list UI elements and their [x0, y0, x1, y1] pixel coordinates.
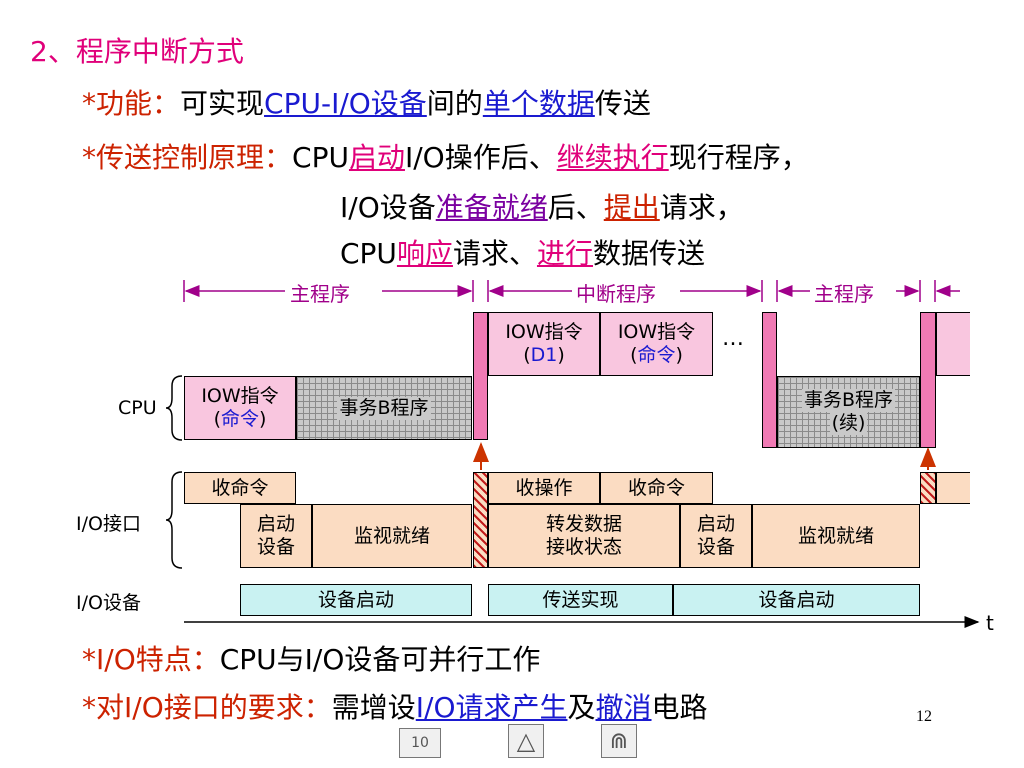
cpu-iow2-line2: (D1)	[523, 344, 565, 366]
requirement-link-request[interactable]: I/O请求产生	[415, 691, 568, 724]
slide-heading: 2、程序中断方式	[30, 35, 244, 68]
cpu-interrupt-bar-3	[920, 312, 936, 448]
span-interrupt-program: 中断程序	[572, 278, 660, 307]
principle-label: *传送控制原理：	[82, 141, 293, 174]
feature-line: *I/O特点：CPU与I/O设备可并行工作	[82, 642, 540, 678]
principle-l1-continue[interactable]: 继续执行	[556, 141, 669, 174]
principle-l2-e: 请求，	[659, 191, 744, 224]
cpu-iow2-line1: IOW指令	[505, 321, 583, 343]
function-line: *功能：可实现CPU-I/O设备间的单个数据传送	[82, 86, 651, 122]
principle-l3-c: 请求、	[452, 237, 537, 270]
cpu-iow-command-box: IOW指令 (命令)	[184, 376, 296, 440]
row-label-io-interface: I/O接口	[76, 513, 141, 535]
span-main-program-1: 主程序	[286, 278, 354, 307]
iface-start-device-1: 启动 设备	[240, 504, 312, 568]
principle-l1-c: I/O操作后、	[404, 141, 557, 174]
cpu-iow-command-box-2: IOW指令 (命令)	[600, 312, 713, 376]
principle-l1-a: CPU	[292, 141, 349, 174]
principle-l3-e: 数据传送	[592, 237, 705, 270]
iface-start-device-2: 启动 设备	[680, 504, 752, 568]
iface-request-hatch-2	[920, 472, 936, 504]
cpu-task-b-label: 事务B程序	[337, 396, 431, 420]
cpu-iow1-line2: (命令)	[213, 408, 267, 430]
cpu-iow-d1-box: IOW指令 (D1)	[488, 312, 600, 376]
requirement-text-c: 及	[567, 691, 596, 724]
principle-l2-ready[interactable]: 准备就绪	[435, 191, 548, 224]
principle-line-1: *传送控制原理：CPU启动I/O操作后、继续执行现行程序，	[82, 140, 809, 176]
cpu-task-b2-line2: (续)	[829, 412, 868, 435]
iface-monitor-ready-1: 监视就绪	[312, 504, 472, 568]
time-axis-label: t	[986, 611, 994, 635]
nav-return-button[interactable]: ⋒	[601, 724, 637, 758]
page-number: 12	[916, 708, 932, 725]
iface-forward-data: 转发数据 接收状态	[488, 504, 680, 568]
triangle-up-icon: △	[516, 727, 536, 755]
requirement-text-a: 需增设	[331, 691, 416, 724]
cpu-task-b-box: 事务B程序	[296, 376, 472, 440]
iface-receive-command-1: 收命令	[184, 472, 296, 504]
principle-l3-perform[interactable]: 进行	[536, 237, 593, 270]
nav-slide-number: 10	[411, 735, 429, 751]
nav-slide-button[interactable]: 10	[399, 728, 441, 758]
device-transfer: 传送实现	[488, 584, 673, 616]
function-link-single-data[interactable]: 单个数据	[482, 87, 595, 120]
function-text-e: 传送	[594, 87, 651, 120]
cpu-interrupt-bar-2	[762, 312, 777, 448]
principle-l3-a: CPU	[340, 237, 397, 270]
feature-text: CPU与I/O设备可并行工作	[219, 643, 541, 676]
principle-l3-respond[interactable]: 响应	[396, 237, 453, 270]
requirement-line: *对I/O接口的要求：需增设I/O请求产生及撤消电路	[82, 690, 708, 726]
principle-l2-raise[interactable]: 提出	[603, 191, 660, 224]
principle-l2-c: 后、	[547, 191, 604, 224]
requirement-text-e: 电路	[651, 691, 708, 724]
iface-next-box	[936, 472, 970, 504]
cpu-ellipsis: …	[722, 326, 744, 351]
iface-monitor-ready-2: 监视就绪	[752, 504, 920, 568]
cpu-task-b-continued-box: 事务B程序 (续)	[777, 376, 920, 448]
iface-receive-command-2: 收命令	[600, 472, 713, 504]
cpu-interrupt-bar-1	[473, 312, 488, 440]
function-label: *功能：	[82, 87, 181, 120]
cpu-task-b2-line1: 事务B程序	[801, 389, 896, 412]
iface-receive-operation: 收操作	[488, 472, 600, 504]
function-link-cpu-io[interactable]: CPU-I/O设备	[264, 87, 427, 120]
principle-line-3: CPU响应请求、进行数据传送	[340, 236, 705, 272]
principle-line-2: I/O设备准备就绪后、提出请求，	[340, 190, 744, 226]
requirement-link-cancel[interactable]: 撤消	[595, 691, 652, 724]
function-text-a: 可实现	[180, 87, 265, 120]
function-text-c: 间的	[426, 87, 483, 120]
cpu-iow3-line1: IOW指令	[617, 321, 696, 343]
cpu-iow3-line2: (命令)	[630, 344, 683, 366]
device-start-2: 设备启动	[673, 584, 920, 616]
row-label-io-device: I/O设备	[76, 592, 141, 614]
nav-up-button[interactable]: △	[508, 724, 544, 758]
requirement-label: *对I/O接口的要求：	[82, 691, 332, 724]
return-icon: ⋒	[609, 728, 629, 754]
row-label-cpu: CPU	[118, 397, 157, 419]
principle-l2-a: I/O设备	[340, 191, 436, 224]
cpu-iow1-line1: IOW指令	[201, 385, 279, 407]
principle-l1-start[interactable]: 启动	[348, 141, 405, 174]
span-main-program-2: 主程序	[810, 278, 878, 307]
cpu-next-command-box	[936, 312, 970, 376]
principle-l1-e: 现行程序，	[668, 141, 809, 174]
iface-request-hatch-1	[473, 472, 488, 568]
feature-label: *I/O特点：	[82, 643, 220, 676]
device-start-1: 设备启动	[240, 584, 472, 616]
